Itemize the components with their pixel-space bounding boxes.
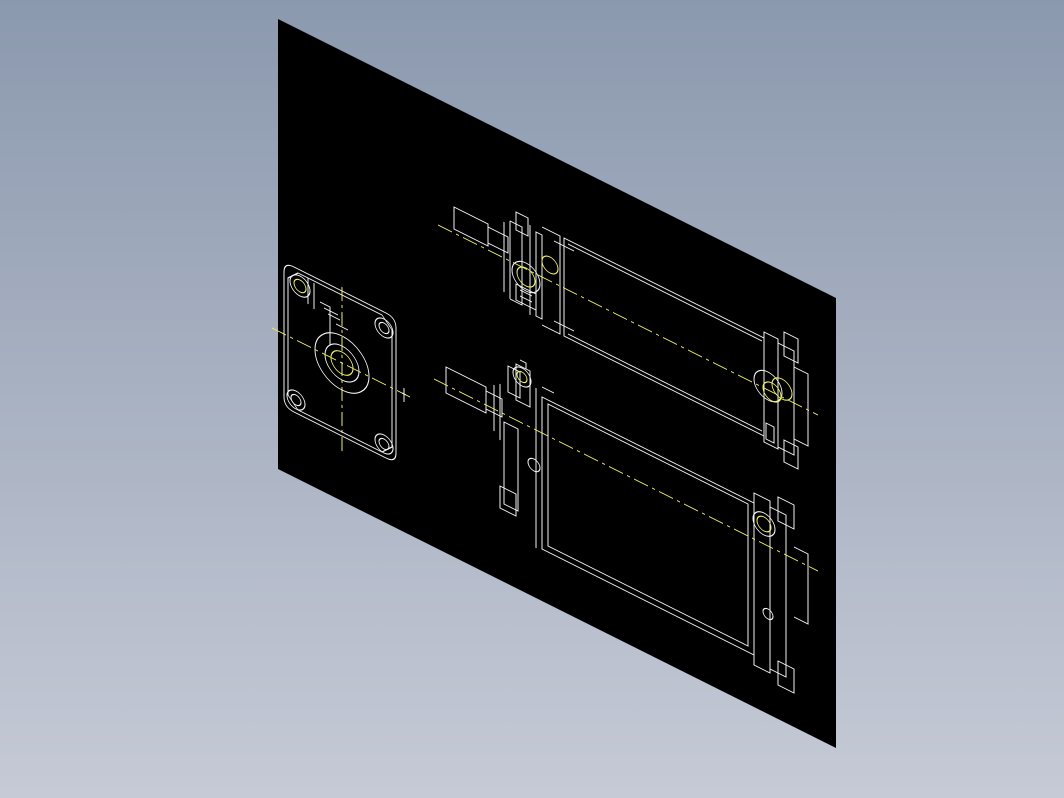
front-head-bottom (503, 421, 519, 512)
cylinder-side-view-top[interactable] (438, 159, 818, 479)
barrel-tie-bottom (535, 386, 554, 549)
front-detail-top (515, 283, 537, 311)
flange-port-stub (402, 387, 406, 403)
front-tab-top (515, 211, 529, 237)
port-top-left-inner (516, 266, 536, 288)
rod-end-bottom (445, 366, 487, 414)
cylinder-side-view-bottom[interactable] (434, 317, 818, 705)
flange-outline (283, 264, 397, 461)
front-cap-bottom (493, 383, 501, 441)
rod-top (488, 226, 509, 254)
centerline-bottom (434, 378, 818, 572)
front-block-top (542, 226, 561, 335)
mounting-hole-top-left-inner (293, 278, 307, 294)
mounting-hole-top-right-inner (378, 321, 390, 335)
rear-detail-hole-bottom (762, 607, 774, 621)
barrel-inner-top (568, 243, 762, 432)
rear-clevis-bottom (794, 546, 809, 625)
mounting-hole-bottom-right-inner (378, 437, 390, 451)
rod-end-top (453, 206, 489, 247)
rear-tabs-top (783, 331, 799, 470)
port-bottom (512, 366, 532, 388)
front-fitting-bottom (515, 359, 531, 408)
rear-tabs-bottom (777, 496, 795, 694)
port-bottom-inner (516, 370, 528, 384)
barrel-inner-bottom (547, 403, 749, 647)
mounting-hole-top-right (374, 317, 394, 339)
centerline-top (438, 224, 818, 416)
drawing-sheet-group[interactable] (272, 16, 836, 748)
mounting-hole-bottom-left-inner (290, 393, 302, 407)
flange-centerline-h (272, 327, 410, 398)
front-head-top (529, 224, 543, 320)
front-port-bottom (527, 457, 541, 473)
barrel-tie-top (554, 240, 574, 332)
drawing-sheet[interactable] (278, 19, 836, 748)
port-top-right (541, 255, 559, 275)
rear-port-bottom (752, 511, 776, 537)
port-top-left (511, 260, 541, 294)
rear-port-top-outer (771, 377, 793, 401)
rear-detail-top (765, 422, 775, 444)
mounting-hole-bottom-left (286, 389, 306, 411)
rear-cap-top (763, 331, 779, 450)
rear-port-top (753, 369, 783, 403)
mounting-hole-bottom-right (374, 433, 394, 455)
rear-port-bottom-inner (756, 515, 772, 533)
rear-cap-bottom (753, 492, 771, 674)
flange-end-view[interactable] (272, 252, 410, 485)
mounting-hole-top-left (289, 274, 311, 298)
flange-detail-lines (307, 277, 348, 346)
front-tab-lower-bottom (499, 485, 517, 517)
